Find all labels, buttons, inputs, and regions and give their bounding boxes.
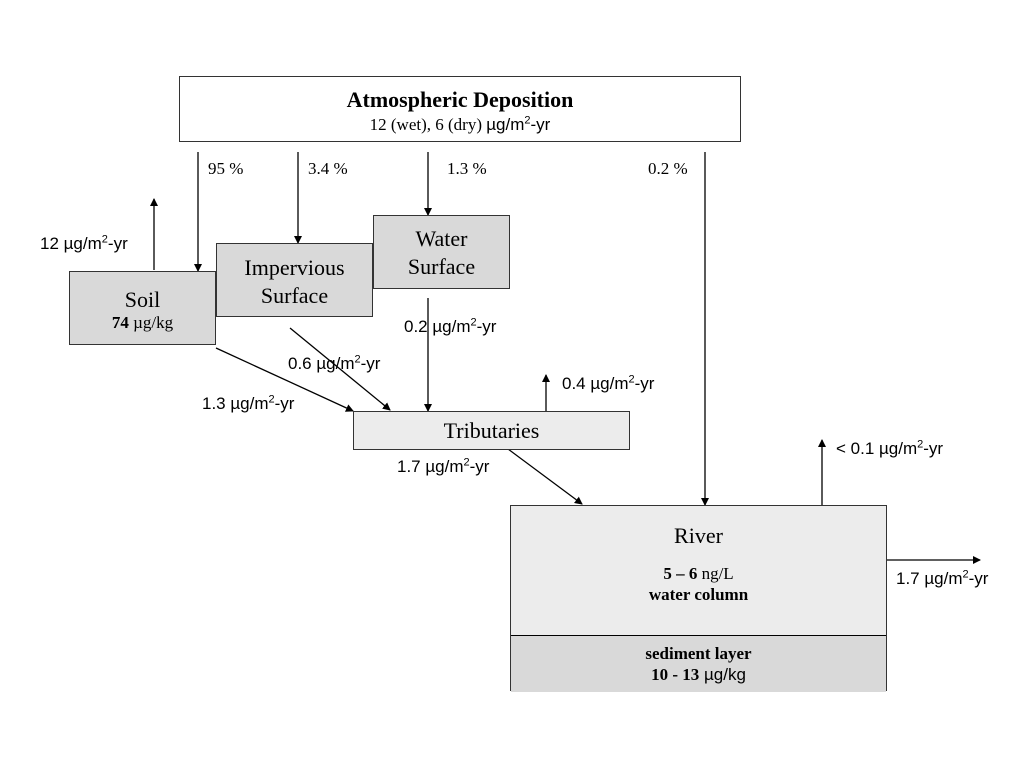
river-outflow-label: 1.7 µg/m2-yr <box>896 569 988 589</box>
trib-river-post: -yr <box>469 457 490 476</box>
tributaries-box: Tributaries <box>353 411 630 450</box>
soil-concentration: 74 µg/kg <box>70 313 215 333</box>
river-concentration: 5 – 6 ng/L <box>511 564 886 584</box>
impervious-line1: Impervious <box>244 255 345 280</box>
river-emission-pre: < 0.1 µg/m <box>836 439 918 458</box>
soil-emission-sup: 2 <box>101 233 108 246</box>
flow-imperv-post: -yr <box>360 354 381 373</box>
soil-box: Soil 74 µg/kg <box>69 271 216 345</box>
sediment-unit: µg/kg <box>699 665 746 684</box>
flow-imperv-sup: 2 <box>354 353 361 366</box>
atmospheric-deposition-box: Atmospheric Deposition 12 (wet), 6 (dry)… <box>179 76 741 142</box>
river-outflow-post: -yr <box>968 569 989 588</box>
sediment-layer: sediment layer 10 - 13 µg/kg <box>511 635 886 692</box>
trib-emission-label: 0.4 µg/m2-yr <box>562 374 654 394</box>
river-outflow-sup: 2 <box>962 568 969 581</box>
flow-water-to-trib-label: 0.2 µg/m2-yr <box>404 317 496 337</box>
flow-water-pre: 0.2 µg/m <box>404 317 471 336</box>
trib-emission-pre: 0.4 µg/m <box>562 374 629 393</box>
sediment-concentration: 10 - 13 µg/kg <box>511 664 886 686</box>
river-conc-value: 5 – 6 <box>663 564 698 583</box>
flow-imperv-pre: 0.6 µg/m <box>288 354 355 373</box>
river-emission-sup: 2 <box>917 438 924 451</box>
soil-value: 74 <box>111 313 129 332</box>
soil-unit: µg/kg <box>128 313 174 332</box>
trib-emission-sup: 2 <box>628 373 635 386</box>
atmospheric-deposition-rate: 12 (wet), 6 (dry) µg/m2-yr <box>180 115 740 135</box>
fraction-impervious: 3.4 % <box>308 159 348 178</box>
sediment-value: 10 - 13 <box>651 665 700 684</box>
river-conc-unit: ng/L <box>697 564 734 583</box>
arrow-soil-to-trib <box>215 347 354 412</box>
atmospheric-rate-prefix: 12 (wet), 6 (dry) <box>369 115 487 134</box>
flow-trib-to-river-label: 1.7 µg/m2-yr <box>397 457 489 477</box>
flow-soil-post: -yr <box>274 394 295 413</box>
river-emission-label: < 0.1 µg/m2-yr <box>836 439 943 459</box>
river-outflow-pre: 1.7 µg/m <box>896 569 963 588</box>
atmospheric-rate-suffix: -yr <box>530 115 551 134</box>
water-line2: Surface <box>407 254 476 279</box>
river-box: River 5 – 6 ng/L water column sediment l… <box>510 505 887 692</box>
river-emission-post: -yr <box>923 439 944 458</box>
tributaries-title: Tributaries <box>443 418 540 443</box>
soil-emission-label: 12 µg/m2-yr <box>40 234 128 254</box>
impervious-surface-box: Impervious Surface <box>216 243 373 317</box>
trib-emission-post: -yr <box>634 374 655 393</box>
sediment-title: sediment layer <box>645 644 752 663</box>
atmospheric-rate-sup: 2 <box>524 114 531 127</box>
arrow-imperv-to-trib <box>289 327 391 411</box>
flow-soil-sup: 2 <box>268 393 275 406</box>
river-water-column-label: water column <box>648 585 749 604</box>
flow-soil-pre: 1.3 µg/m <box>202 394 269 413</box>
flow-water-sup: 2 <box>470 316 477 329</box>
water-line1: Water <box>415 226 468 251</box>
fraction-water: 1.3 % <box>447 159 487 178</box>
arrow-trib-to-river <box>507 448 583 505</box>
fraction-soil: 95 % <box>208 159 244 178</box>
trib-river-pre: 1.7 µg/m <box>397 457 464 476</box>
soil-emission-pre: 12 µg/m <box>40 234 102 253</box>
atmospheric-rate-unit: µg/m <box>486 115 525 134</box>
fraction-river: 0.2 % <box>648 159 688 178</box>
flow-soil-to-trib-label: 1.3 µg/m2-yr <box>202 394 294 414</box>
trib-river-sup: 2 <box>463 456 470 469</box>
water-surface-box: Water Surface <box>373 215 510 289</box>
impervious-line2: Surface <box>260 283 329 308</box>
soil-emission-post: -yr <box>107 234 128 253</box>
flow-water-post: -yr <box>476 317 497 336</box>
river-title: River <box>674 523 723 548</box>
atmospheric-deposition-title: Atmospheric Deposition <box>346 87 574 112</box>
soil-title: Soil <box>124 287 161 312</box>
flow-imperv-to-trib-label: 0.6 µg/m2-yr <box>288 354 380 374</box>
